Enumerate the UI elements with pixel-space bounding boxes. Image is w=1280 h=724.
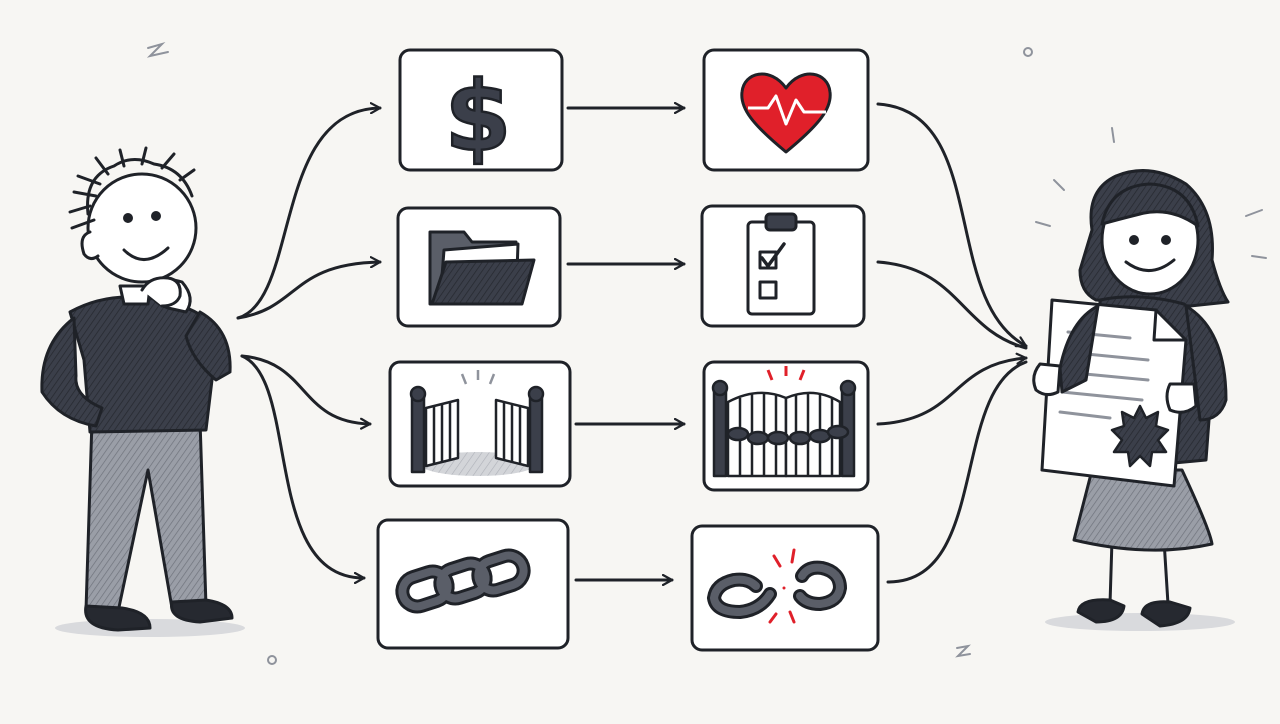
thinking-man-figure bbox=[40, 146, 245, 637]
clipboard-checklist-icon bbox=[746, 212, 816, 316]
broken-chain-icon bbox=[706, 548, 848, 624]
heart-health-icon bbox=[740, 72, 832, 154]
connector-arrows bbox=[236, 104, 1028, 582]
locked-gate-icon bbox=[711, 366, 857, 478]
card-row-1-left bbox=[398, 48, 564, 172]
smiling-woman-figure bbox=[1032, 169, 1235, 631]
doodle-marks bbox=[146, 41, 1267, 665]
folder-icon bbox=[428, 230, 536, 306]
seal-icon bbox=[1110, 404, 1170, 468]
chain-links-icon bbox=[395, 548, 531, 614]
open-gate-icon bbox=[409, 370, 545, 476]
certificate-document bbox=[1040, 298, 1188, 488]
card-row-4-left bbox=[376, 518, 570, 650]
dollar-sign-icon: $ bbox=[445, 61, 512, 173]
